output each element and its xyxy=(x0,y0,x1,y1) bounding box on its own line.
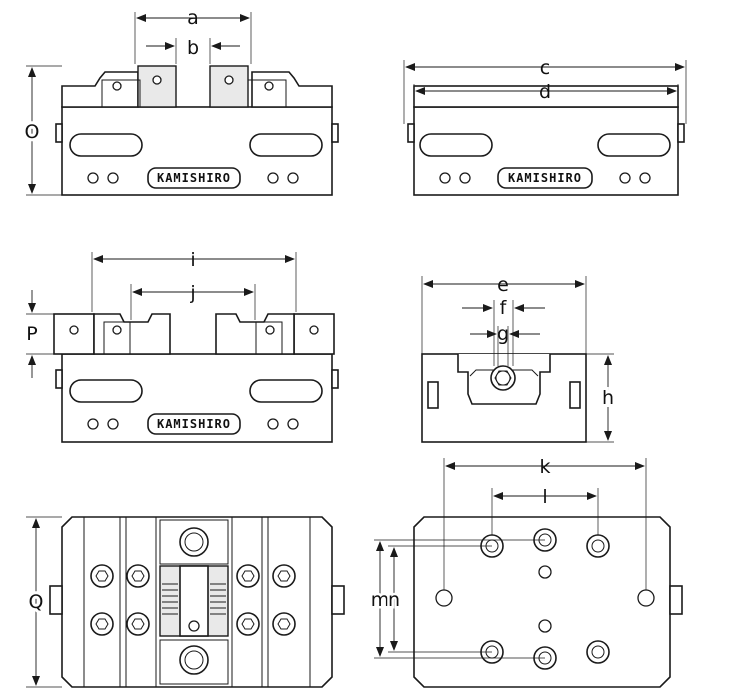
dim-label-f: f xyxy=(500,297,508,319)
dim-label-o: O xyxy=(25,121,40,143)
brand-label-1: KAMISHIRO xyxy=(157,171,231,185)
bottom-view: k l m n xyxy=(368,456,683,688)
dim-label-m: m xyxy=(371,589,390,611)
dim-label-g: g xyxy=(497,323,509,345)
dim-label-h: h xyxy=(602,387,614,409)
front-view-wide: KAMISHIRO i j P xyxy=(26,249,339,443)
dim-label-l: l xyxy=(542,486,547,508)
dim-label-q: Q xyxy=(29,591,44,613)
top-view: Q xyxy=(26,516,345,688)
side-view-closed: KAMISHIRO c d xyxy=(403,57,687,196)
dim-label-b: b xyxy=(187,37,199,59)
front-view-open: KAMISHIRO a b O xyxy=(22,7,339,196)
brand-label-3: KAMISHIRO xyxy=(157,417,231,431)
dim-label-n: n xyxy=(388,589,400,611)
end-view: e f g h xyxy=(421,274,617,443)
dim-label-p: P xyxy=(26,323,37,345)
dim-label-c: c xyxy=(540,57,550,79)
dim-label-d: d xyxy=(539,81,551,103)
dim-label-a: a xyxy=(187,7,199,29)
dim-label-j: j xyxy=(189,282,195,304)
dim-label-k: k xyxy=(539,456,550,478)
dim-label-e: e xyxy=(497,274,509,296)
brand-label-2: KAMISHIRO xyxy=(508,171,582,185)
dim-label-i: i xyxy=(190,249,195,271)
